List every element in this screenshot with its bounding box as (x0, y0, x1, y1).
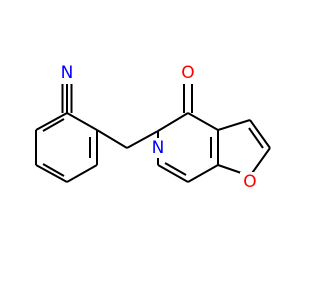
bond-benzene-1 (66, 112, 98, 131)
benzene-ring (35, 112, 98, 183)
bond-benzene-inner-2 (42, 163, 65, 177)
bond-n-c4 (157, 112, 189, 132)
bond-c7a-c7 (187, 164, 219, 183)
atom-furan-o: O (240, 172, 260, 192)
atom-label-nitrile-n: N (61, 63, 74, 83)
bond-c2-o (249, 147, 271, 177)
atom-label-carbonyl-o: O (181, 63, 194, 83)
bond-c4-c3a (187, 112, 219, 131)
bond-c3-c2-inner (248, 127, 264, 149)
bond-benzene-3 (66, 164, 98, 183)
atom-nitrile-n: N (58, 63, 76, 84)
bond-c7-c6-inner (164, 162, 187, 176)
atom-label-ring-n: N (152, 138, 165, 158)
atom-ring-n: N (148, 138, 168, 158)
bond-benzene-4 (35, 164, 68, 183)
structure-canvas: N O N O (35, 63, 271, 192)
bond-c3a-c3 (217, 119, 251, 131)
molecule-drawing: N O N O (35, 63, 271, 192)
bond-ch2-aryl (96, 129, 128, 149)
bond-benzene-inner-3 (42, 118, 65, 132)
bond-c3-c2 (249, 119, 271, 149)
atom-label-furan-o: O (243, 172, 256, 192)
bond-benzene-6 (35, 112, 68, 131)
furan-ring (217, 119, 271, 177)
bond-ch2-n (126, 130, 159, 149)
atom-carbonyl-o: O (178, 63, 198, 84)
nitrile-group (61, 80, 73, 113)
pyridinone-ring (157, 112, 219, 183)
bond-c7-c6 (157, 164, 189, 183)
